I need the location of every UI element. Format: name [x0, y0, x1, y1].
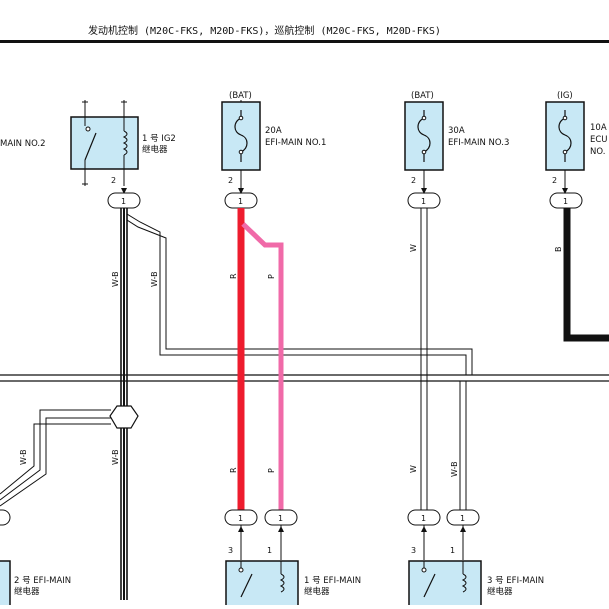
label-w-top: W — [409, 244, 418, 252]
label-wb-right: W-B — [150, 271, 159, 287]
label-b-top: B — [554, 247, 563, 253]
svg-text:1: 1 — [238, 514, 243, 523]
header-rule — [0, 40, 609, 43]
fuse1-source: (BAT) — [229, 91, 252, 101]
connector-fuse-ecu: 1 — [549, 192, 583, 209]
partial-relay-label: MAIN NO.2 — [0, 139, 46, 149]
wire-wb-right-down — [459, 381, 467, 510]
label-p-bottom: P — [267, 468, 276, 473]
fuse3-pin: 2 — [411, 176, 416, 185]
fuse-ecu-amp: 10A — [590, 123, 607, 133]
relay3-label-1: 3 号 EFI-MAIN — [487, 576, 544, 586]
label-r-top: R — [229, 273, 238, 279]
wire-pink — [241, 222, 284, 510]
bottom-arrows — [238, 525, 466, 560]
fuse-ecu-arrow — [562, 188, 568, 194]
relay2-label-1: 2 号 EFI-MAIN — [14, 576, 71, 586]
ig2-relay-label-1: 1 号 IG2 — [142, 134, 176, 144]
relay2-box — [0, 560, 11, 609]
ig2-relay — [70, 100, 139, 186]
svg-text:1: 1 — [460, 514, 465, 523]
ig2-arrow — [121, 188, 127, 194]
label-p-top: P — [267, 274, 276, 279]
label-wb-bottom-right: W-B — [450, 461, 459, 477]
svg-text:1: 1 — [563, 197, 568, 206]
wire-wb-trunk — [120, 208, 128, 600]
fuse-ecu-source: (IG) — [557, 91, 573, 101]
wire-black — [563, 208, 609, 342]
connector-fuse1: 1 — [224, 192, 258, 209]
connector-bottom-2: 1 — [264, 509, 298, 526]
label-wb-bottom-left: W-B — [19, 449, 28, 465]
relay3-pin-right: 1 — [450, 546, 455, 555]
fuse-ecu-name-2: NO. — [590, 147, 605, 157]
relay3-pin-left: 3 — [411, 546, 416, 555]
relay1-pin-left: 3 — [228, 546, 233, 555]
svg-text:1: 1 — [121, 197, 126, 206]
relay3-box — [408, 560, 482, 609]
label-w-bottom: W — [409, 465, 418, 473]
fuse3-amp: 30A — [448, 126, 465, 136]
fuse1-amp: 20A — [265, 126, 282, 136]
svg-text:1: 1 — [278, 514, 283, 523]
label-wb-bottom-center: W-B — [111, 449, 120, 465]
connector-bottom-1: 1 — [224, 509, 258, 526]
fuse3-name: EFI-MAIN NO.3 — [448, 138, 509, 148]
svg-text:1: 1 — [238, 197, 243, 206]
relay3-label-2: 继电器 — [487, 586, 513, 597]
trunk-splice — [109, 405, 139, 429]
fuse1-pin: 2 — [228, 176, 233, 185]
connector-ig2: 1 — [107, 192, 141, 209]
connector-bottom-left-partial — [0, 509, 11, 526]
relay1-box — [225, 560, 299, 609]
fuse1-box — [221, 101, 261, 171]
connector-bottom-4: 1 — [446, 509, 480, 526]
relay1-pin-right: 1 — [267, 546, 272, 555]
relay1-label-2: 继电器 — [304, 586, 330, 597]
ig2-relay-label-2: 继电器 — [142, 144, 168, 155]
fuse1-name: EFI-MAIN NO.1 — [265, 138, 326, 148]
wire-white — [420, 208, 428, 510]
ig2-pin: 2 — [111, 176, 116, 185]
fuse3-box — [404, 101, 444, 171]
svg-text:1: 1 — [421, 197, 426, 206]
fuse3-source: (BAT) — [411, 91, 434, 101]
relay2-label-2: 继电器 — [14, 586, 40, 597]
wire-wb-branch-left — [0, 409, 111, 507]
horizontal-bus — [0, 374, 609, 382]
fuse-ecu-name-1: ECU — [590, 135, 608, 145]
fuse-ecu-pin: 2 — [552, 176, 557, 185]
label-wb-left: W-B — [111, 271, 120, 287]
fuse1-arrow — [238, 188, 244, 194]
page-title: 发动机控制 (M20C-FKS, M20D-FKS)，巡航控制 (M20C-FK… — [88, 24, 441, 37]
wire-wb-branch-right — [126, 213, 473, 375]
connector-fuse3: 1 — [407, 192, 441, 209]
svg-text:1: 1 — [421, 514, 426, 523]
connector-bottom-3: 1 — [407, 509, 441, 526]
relay1-label-1: 1 号 EFI-MAIN — [304, 576, 361, 586]
fuse-ecu-box — [545, 101, 585, 171]
label-r-bottom: R — [229, 467, 238, 473]
fuse3-arrow — [421, 188, 427, 194]
